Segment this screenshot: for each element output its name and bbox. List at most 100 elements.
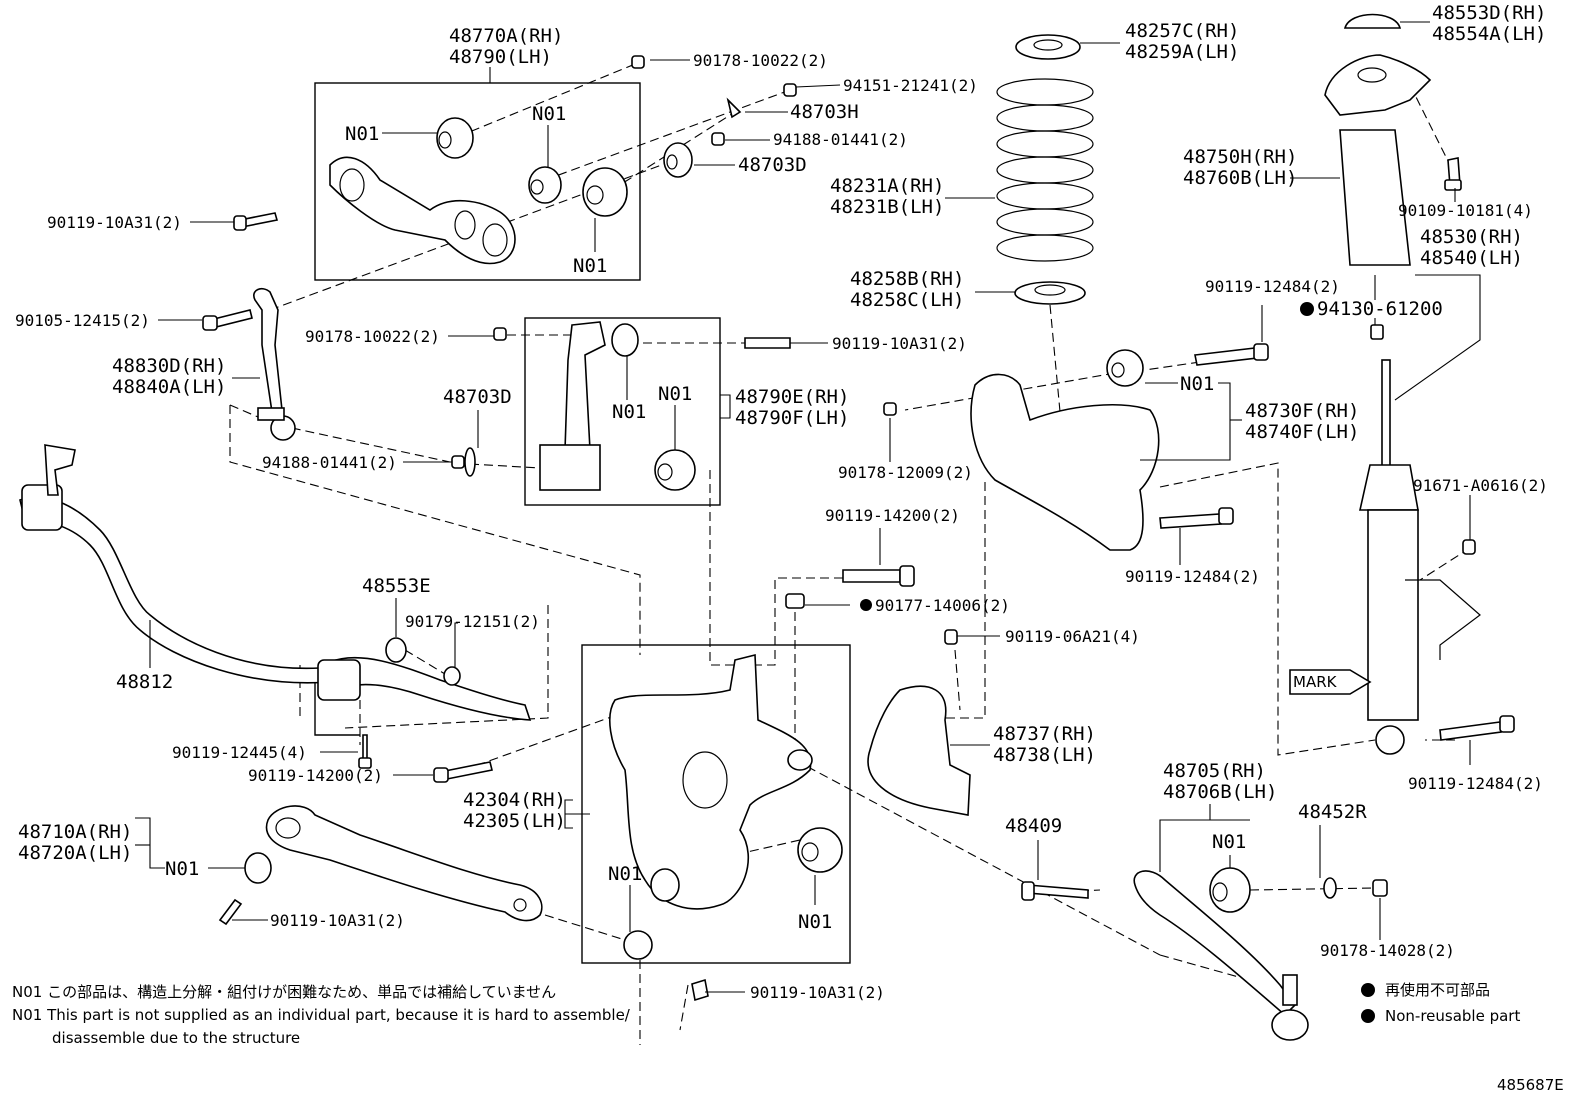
label-48750H: 48750H(RH) bbox=[1183, 146, 1297, 168]
stabilizer-bar-drawing bbox=[19, 444, 532, 769]
label-48259A: 48259A(LH) bbox=[1125, 41, 1239, 63]
legend: 再使用不可部品 Non-reusable part bbox=[1361, 981, 1520, 1025]
notes: N01 この部品は、構造上分解・組付けが困難なため、単品では補給していません N… bbox=[12, 983, 631, 1047]
note-n01-en-1: N01 This part is not supplied as an indi… bbox=[12, 1006, 631, 1024]
label-48409: 48409 bbox=[1005, 815, 1062, 837]
knuckle-box bbox=[581, 644, 851, 964]
label-90119-14200-b: 90119-14200(2) bbox=[825, 506, 960, 525]
label-48553E: 48553E bbox=[362, 575, 431, 597]
label-48770A: 48770A(RH) bbox=[449, 25, 563, 47]
part-labels: 48770A(RH) 48790(LH) 90178-10022(2) 9415… bbox=[15, 2, 1548, 1002]
legend-marker-icon bbox=[1361, 1009, 1375, 1023]
label-94188-01441-a: 94188-01441(2) bbox=[773, 130, 908, 149]
label-90119-12445: 90119-12445(4) bbox=[172, 743, 307, 762]
label-N01-f: N01 bbox=[165, 858, 199, 880]
lower-arm-drawing bbox=[218, 805, 543, 926]
label-90119-06A21: 90119-06A21(4) bbox=[1005, 627, 1140, 646]
label-48840A: 48840A(LH) bbox=[112, 376, 226, 398]
label-91671-A0616: 91671-A0616(2) bbox=[1413, 476, 1548, 495]
label-48760B: 48760B(LH) bbox=[1183, 167, 1297, 189]
note-n01-jp: N01 この部品は、構造上分解・組付けが困難なため、単品では補給していません bbox=[12, 983, 556, 1001]
label-90109-10181: 90109-10181(4) bbox=[1398, 201, 1533, 220]
label-48720A: 48720A(LH) bbox=[18, 842, 132, 864]
label-90119-12484-b: 90119-12484(2) bbox=[1205, 277, 1340, 296]
label-90105-12415: 90105-12415(2) bbox=[15, 311, 150, 330]
spring-drawing bbox=[996, 34, 1094, 305]
upper-arm-box bbox=[314, 82, 641, 281]
label-N01-e: N01 bbox=[658, 383, 692, 405]
label-90119-10A31-c: 90119-10A31(2) bbox=[270, 911, 405, 930]
non-reusable-marker-icon bbox=[860, 599, 872, 611]
non-reusable-marker-icon bbox=[1300, 302, 1314, 316]
label-48703H: 48703H bbox=[790, 101, 859, 123]
label-48740F: 48740F(LH) bbox=[1245, 421, 1359, 443]
label-N01-b: N01 bbox=[532, 103, 566, 125]
label-48540: 48540(LH) bbox=[1420, 247, 1523, 269]
note-n01-en-2: disassemble due to the structure bbox=[52, 1029, 300, 1047]
label-90178-10022-b: 90178-10022(2) bbox=[305, 327, 440, 346]
label-90119-10A31-a: 90119-10A31(2) bbox=[47, 213, 182, 232]
label-48703D-b: 48703D bbox=[443, 386, 512, 408]
label-94188-01441-b: 94188-01441(2) bbox=[262, 453, 397, 472]
label-48703D-a: 48703D bbox=[738, 154, 807, 176]
stabilizer-bracket bbox=[314, 680, 360, 736]
label-94130-61200: 94130-61200 bbox=[1317, 298, 1443, 320]
label-N01-h: N01 bbox=[798, 911, 832, 933]
label-42305: 42305(LH) bbox=[463, 810, 566, 832]
legend-jp: 再使用不可部品 bbox=[1385, 981, 1490, 999]
label-48790F: 48790F(LH) bbox=[735, 407, 849, 429]
legend-marker-icon bbox=[1361, 983, 1375, 997]
label-90119-10A31-b: 90119-10A31(2) bbox=[832, 334, 967, 353]
stabilizer-link-drawing bbox=[202, 288, 296, 441]
label-48258C: 48258C(LH) bbox=[850, 289, 964, 311]
label-48553D: 48553D(RH) bbox=[1432, 2, 1546, 24]
label-48710A: 48710A(RH) bbox=[18, 821, 132, 843]
label-90119-12484-c: 90119-12484(2) bbox=[1408, 774, 1543, 793]
label-48530: 48530(RH) bbox=[1420, 226, 1523, 248]
label-48790: 48790(LH) bbox=[449, 46, 552, 68]
label-90178-12009: 90178-12009(2) bbox=[838, 463, 973, 482]
lower-arm-3-drawing bbox=[1021, 867, 1388, 1041]
label-94151-21241: 94151-21241(2) bbox=[843, 76, 978, 95]
upper-arm-drawing bbox=[233, 55, 797, 265]
label-90177-14006: 90177-14006(2) bbox=[875, 596, 1010, 615]
label-90178-10022-a: 90178-10022(2) bbox=[693, 51, 828, 70]
label-48452R: 48452R bbox=[1298, 801, 1367, 823]
label-48737: 48737(RH) bbox=[993, 723, 1096, 745]
label-90119-12484-a: 90119-12484(2) bbox=[1125, 567, 1260, 586]
lower-arm-2-drawing bbox=[883, 343, 1269, 551]
label-mark: MARK bbox=[1293, 673, 1338, 691]
label-48257C: 48257C(RH) bbox=[1125, 20, 1239, 42]
label-48258B: 48258B(RH) bbox=[850, 268, 964, 290]
label-48554A: 48554A(LH) bbox=[1432, 23, 1546, 45]
legend-en: Non-reusable part bbox=[1385, 1007, 1520, 1025]
shock-absorber-drawing bbox=[1289, 13, 1515, 755]
label-N01-d: N01 bbox=[612, 401, 646, 423]
label-90119-10A31-d: 90119-10A31(2) bbox=[750, 983, 885, 1002]
label-48738: 48738(LH) bbox=[993, 744, 1096, 766]
center-bolts-drawing bbox=[785, 565, 958, 645]
label-48812: 48812 bbox=[116, 671, 173, 693]
diagram-id: 485687E bbox=[1497, 1076, 1564, 1094]
label-N01-g: N01 bbox=[608, 863, 642, 885]
label-48790E: 48790E(RH) bbox=[735, 386, 849, 408]
label-42304: 42304(RH) bbox=[463, 789, 566, 811]
label-90179-12151: 90179-12151(2) bbox=[405, 612, 540, 631]
cover-drawing bbox=[867, 685, 971, 816]
leader-lines bbox=[135, 21, 1481, 993]
knuckle-drawing bbox=[433, 653, 843, 1002]
label-48830D: 48830D(RH) bbox=[112, 355, 226, 377]
label-48231A: 48231A(RH) bbox=[830, 175, 944, 197]
label-N01-j: N01 bbox=[1212, 831, 1246, 853]
label-N01-i: N01 bbox=[1180, 373, 1214, 395]
label-90119-14200-a: 90119-14200(2) bbox=[248, 766, 383, 785]
label-N01-a: N01 bbox=[345, 123, 379, 145]
label-N01-c: N01 bbox=[573, 255, 607, 277]
label-48705: 48705(RH) bbox=[1163, 760, 1266, 782]
label-48706B: 48706B(LH) bbox=[1163, 781, 1277, 803]
label-48231B: 48231B(LH) bbox=[830, 196, 944, 218]
upper-arm-2-drawing bbox=[451, 321, 791, 491]
upper-arm-2-box bbox=[524, 317, 721, 506]
